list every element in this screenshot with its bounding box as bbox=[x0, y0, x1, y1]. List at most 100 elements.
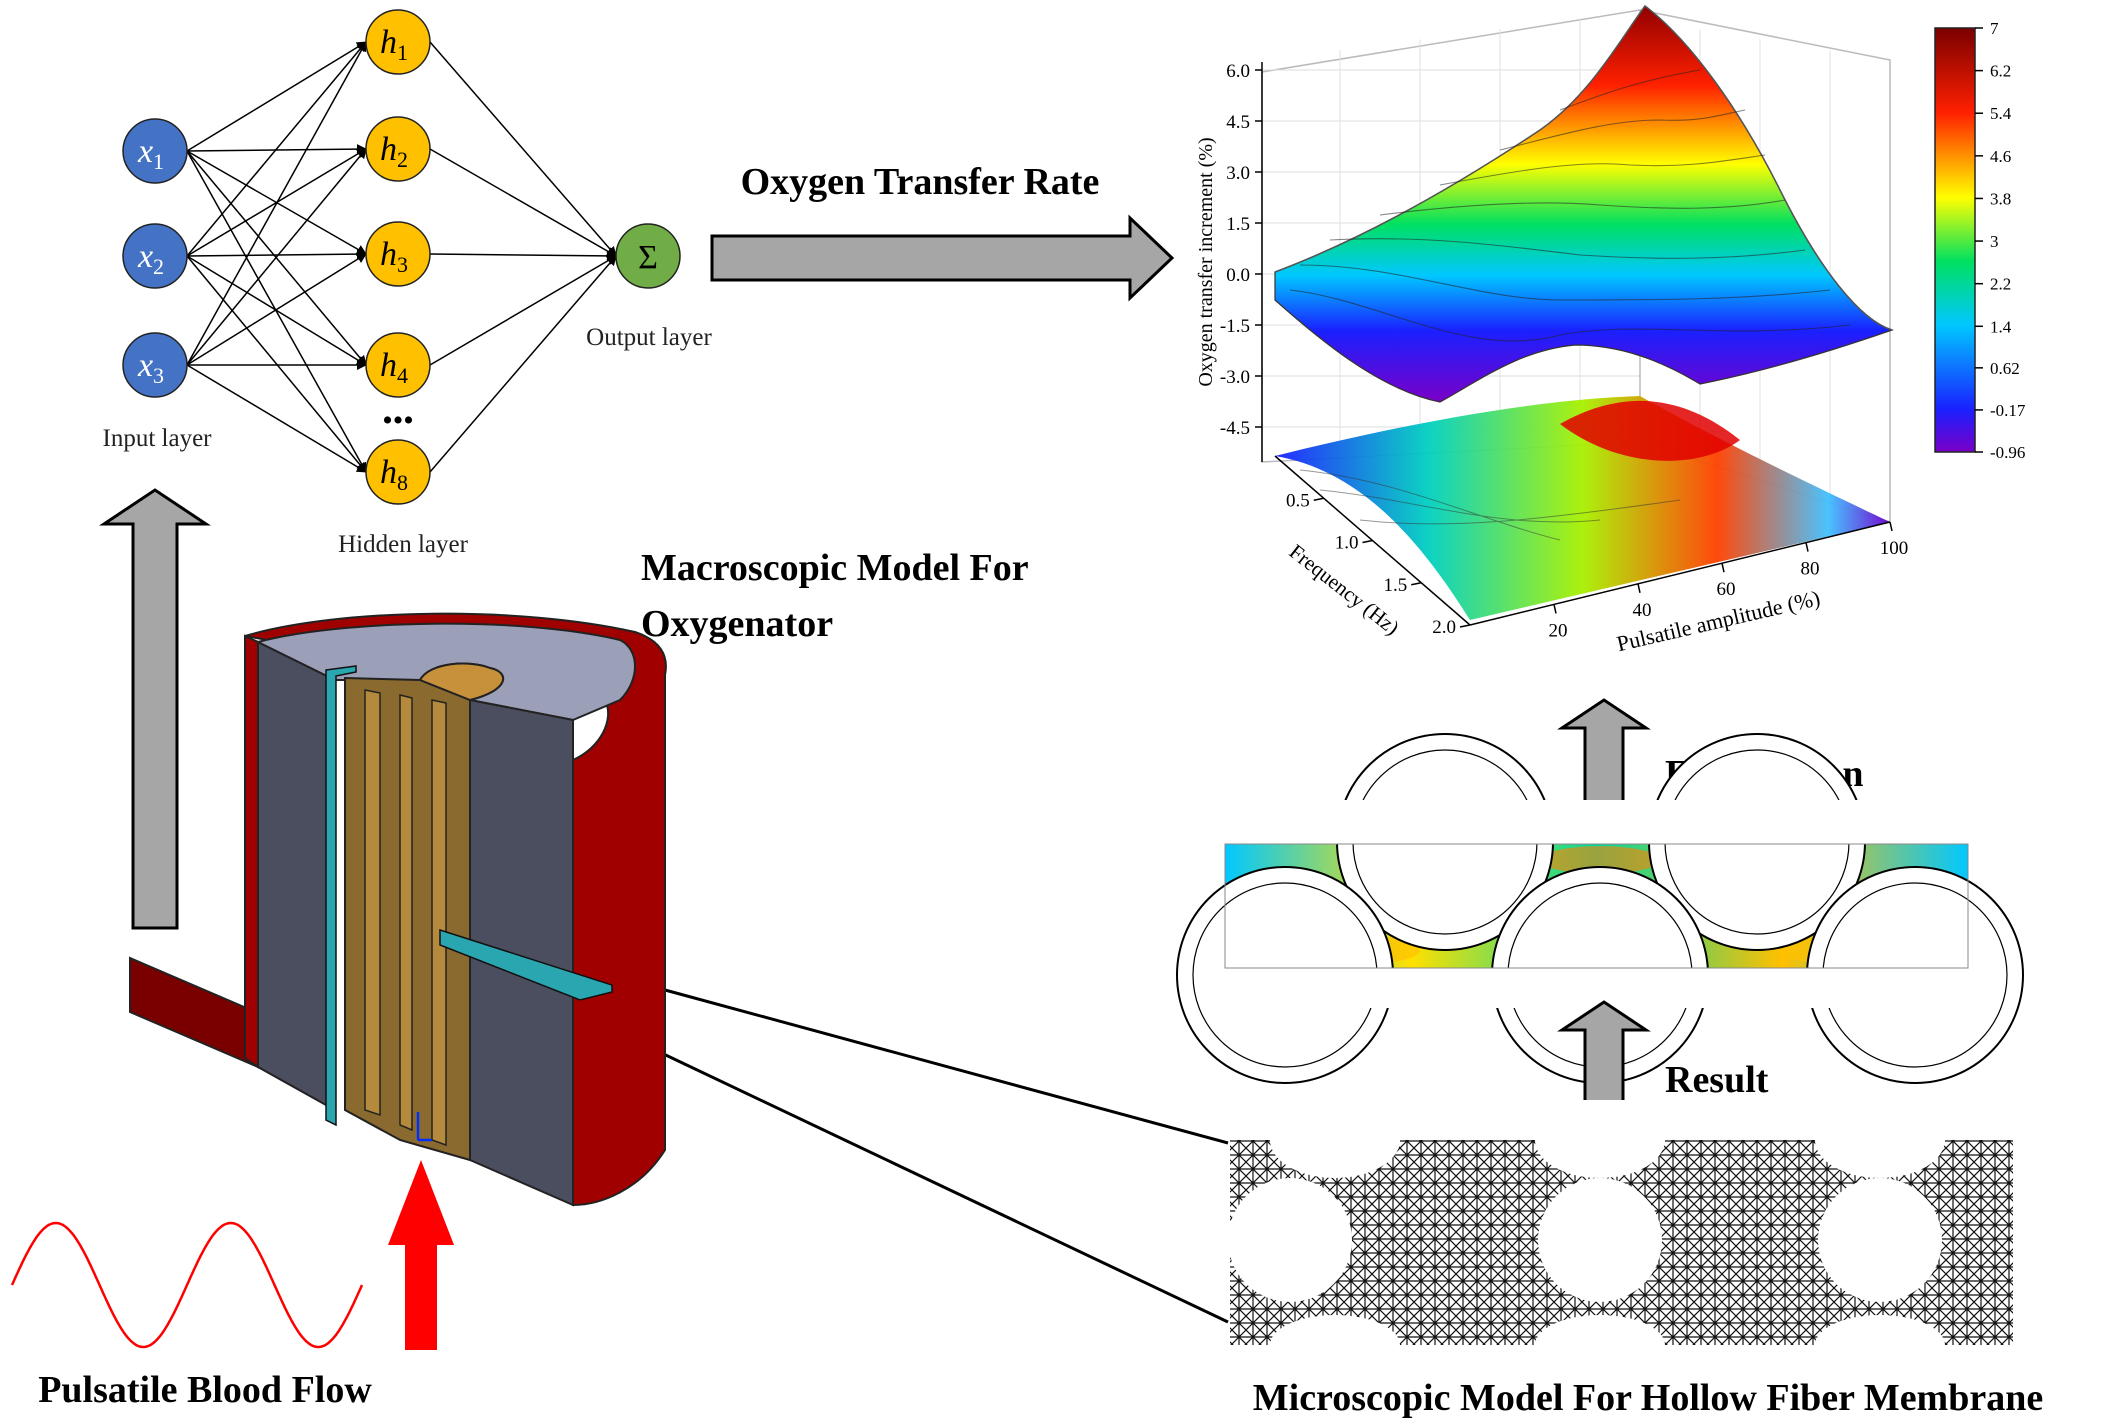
microscopic-model-label: Microscopic Model For Hollow Fiber Membr… bbox=[1253, 1377, 2043, 1419]
hidden-output-link bbox=[429, 41, 617, 257]
floor-contour-lines bbox=[1299, 469, 1681, 541]
input-hidden-link bbox=[186, 41, 367, 366]
colorbar-tick-label: 1.4 bbox=[1990, 317, 2012, 336]
arrow-right-icon bbox=[710, 214, 1175, 302]
colorbar-tick-label: 6.2 bbox=[1990, 62, 2011, 81]
network-nodes: x1 x2 x3 h1 h2 h3 h4 h8 Σ bbox=[122, 9, 681, 505]
z-tick-label: 4.5 bbox=[1226, 112, 1250, 133]
z-axis-label: Oxygen transfer increment (%) bbox=[1195, 137, 1217, 386]
pulsatile-waveform bbox=[10, 1221, 364, 1349]
output-node-symbol: Σ bbox=[638, 239, 658, 276]
colorbar bbox=[1934, 27, 1976, 453]
input-hidden-link bbox=[186, 148, 367, 366]
input-node: x1 bbox=[122, 118, 188, 184]
colorbar-tick-label: -0.17 bbox=[1990, 401, 2026, 420]
frequency-tick-label: 1.5 bbox=[1384, 575, 1408, 596]
input-hidden-link bbox=[186, 253, 367, 366]
oxygenator-model bbox=[129, 612, 667, 1207]
result-label: Result bbox=[1665, 1059, 1769, 1101]
hidden-ellipsis: ••• bbox=[382, 404, 414, 437]
pulsatile-blood-flow-label: Pulsatile Blood Flow bbox=[38, 1369, 372, 1411]
mesh-panel bbox=[1228, 1100, 2013, 1375]
z-tick-label: -3.0 bbox=[1220, 367, 1250, 388]
input-node: x3 bbox=[122, 332, 188, 398]
z-axis-ticks: 6.0 4.5 3.0 1.5 0.0 -1.5 -3.0 -4.5 bbox=[1220, 61, 1262, 439]
amplitude-tick-label: 80 bbox=[1801, 559, 1820, 580]
colorbar-tick-label: 2.2 bbox=[1990, 275, 2011, 294]
input-node: x2 bbox=[122, 223, 188, 289]
z-tick-label: 3.0 bbox=[1226, 163, 1250, 184]
amplitude-axis-ticks: 20 40 60 80 100 bbox=[1549, 521, 1909, 641]
z-tick-label: 1.5 bbox=[1226, 214, 1250, 235]
amplitude-tick-label: 40 bbox=[1633, 600, 1652, 621]
hidden-layer-label: Hidden layer bbox=[338, 531, 468, 558]
hidden-output-link bbox=[429, 250, 617, 261]
input-hidden-link bbox=[186, 364, 367, 473]
fiber-bundle-top bbox=[418, 662, 505, 702]
fiber-channel-1 bbox=[364, 689, 381, 1117]
hidden-node: h1 bbox=[365, 9, 431, 75]
input-hidden-link bbox=[186, 150, 367, 473]
input-layer-label: Input layer bbox=[103, 425, 213, 452]
colorbar-tick-label: 3 bbox=[1990, 232, 1999, 251]
input-hidden-link bbox=[186, 41, 367, 257]
output-node: Σ bbox=[615, 223, 681, 289]
colorbar-tick-label: 0.62 bbox=[1990, 359, 2020, 378]
zoom-line-top bbox=[664, 988, 1229, 1145]
blood-inflow-arrow-icon bbox=[388, 1160, 454, 1350]
z-tick-label: 0.0 bbox=[1226, 265, 1250, 286]
surface-front-edge bbox=[1274, 4, 1893, 331]
hidden-node: h3 bbox=[365, 221, 431, 287]
oxygen-transfer-rate-label: Oxygen Transfer Rate bbox=[741, 161, 1100, 203]
output-layer-label: Output layer bbox=[586, 324, 712, 351]
arrow-up-icon bbox=[99, 488, 211, 930]
frequency-tick-label: 2.0 bbox=[1432, 617, 1456, 638]
hidden-node: h2 bbox=[365, 116, 431, 182]
hidden-node: h4 bbox=[365, 332, 431, 398]
z-tick-label: -1.5 bbox=[1220, 316, 1250, 337]
cyan-plate-right bbox=[439, 928, 613, 1001]
amplitude-tick-label: 20 bbox=[1549, 620, 1568, 641]
inner-wall-left bbox=[257, 640, 336, 1112]
hidden-node: h8 bbox=[365, 439, 431, 505]
network-connections bbox=[186, 41, 617, 473]
input-hidden-link bbox=[186, 255, 367, 473]
macro-label-line2: Oxygenator bbox=[641, 603, 833, 645]
colorbar-tick-label: 7 bbox=[1990, 19, 1999, 38]
z-tick-label: -4.5 bbox=[1220, 418, 1250, 439]
fiber-channel-2 bbox=[399, 694, 413, 1132]
floor-hotspot bbox=[1560, 400, 1740, 461]
hidden-output-link bbox=[429, 255, 617, 366]
frequency-tick-label: 0.5 bbox=[1286, 490, 1310, 511]
colorbar-tick-label: -0.96 bbox=[1990, 443, 2025, 462]
colorbar-tick-label: 5.4 bbox=[1990, 104, 2012, 123]
colorbar-tick-label: 4.6 bbox=[1990, 147, 2011, 166]
input-hidden-link bbox=[186, 255, 367, 366]
explanation-arrow-icon bbox=[1557, 698, 1651, 817]
frequency-tick-label: 1.0 bbox=[1335, 533, 1359, 554]
hidden-output-link bbox=[429, 148, 617, 257]
input-hidden-link bbox=[186, 249, 367, 260]
oxygen-field-strip bbox=[1176, 733, 2024, 1084]
frequency-axis-ticks: 0.5 1.0 1.5 2.0 bbox=[1286, 490, 1471, 638]
inlet-pipe bbox=[129, 956, 259, 1069]
colorbar-ticks: 7 6.2 5.4 4.6 3.8 3 2.2 1.4 0.62 -0.17 -0.96 bbox=[1975, 19, 2026, 462]
shell-left-edge bbox=[244, 634, 259, 1069]
surface-chart: 6.0 4.5 3.0 1.5 0.0 -1.5 -3.0 -4.5 Oxygen trans… bbox=[1195, 4, 2026, 656]
fiber-cross-sections bbox=[1176, 733, 2024, 1084]
macro-label-line1: Macroscopic Model For bbox=[641, 547, 1029, 589]
amplitude-tick-label: 100 bbox=[1880, 538, 1909, 559]
field-border bbox=[1224, 843, 1969, 969]
cyan-plate-left bbox=[325, 665, 357, 1127]
input-hidden-link bbox=[186, 41, 367, 152]
hidden-output-link bbox=[429, 255, 617, 473]
amplitude-axis-line bbox=[1469, 521, 1891, 626]
floor-contour-map bbox=[1275, 396, 1890, 620]
colorbar-tick-label: 3.8 bbox=[1990, 189, 2011, 208]
amplitude-tick-label: 60 bbox=[1717, 579, 1736, 600]
fiber-channel-3 bbox=[431, 699, 447, 1147]
mesh-fiber-holes bbox=[1228, 1100, 2013, 1375]
z-tick-label: 6.0 bbox=[1226, 61, 1250, 82]
surface-contour-lines bbox=[1289, 69, 1851, 342]
